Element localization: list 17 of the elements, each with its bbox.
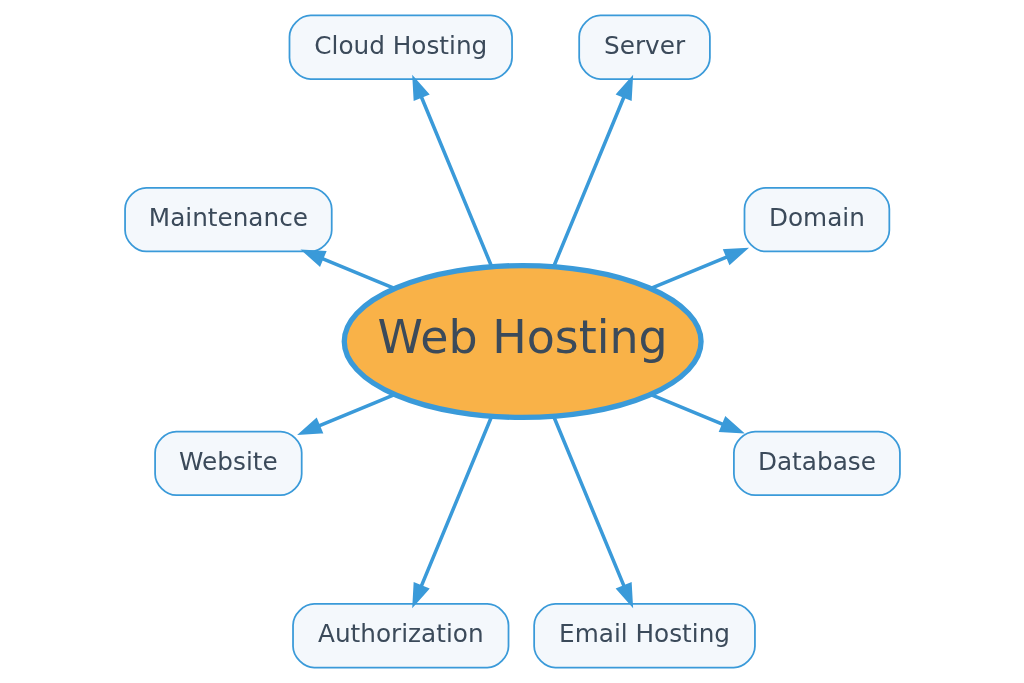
- node-ellipse: Web Hosting: [341, 262, 704, 421]
- node-box: Database: [732, 430, 901, 497]
- arrow: [649, 247, 749, 291]
- node-box: Maintenance: [123, 186, 333, 253]
- node-box: Email Hosting: [532, 603, 756, 669]
- node-box: Website: [153, 430, 303, 497]
- arrow: [551, 74, 633, 268]
- arrow: [411, 74, 493, 268]
- node-box: Authorization: [291, 603, 509, 669]
- node-box: Domain: [743, 186, 890, 253]
- arrow: [299, 249, 395, 291]
- arrow: [296, 392, 395, 435]
- arrow: [411, 415, 493, 609]
- arrow: [649, 392, 745, 434]
- node-box: Server: [577, 14, 711, 80]
- node-box: Cloud Hosting: [288, 14, 513, 80]
- arrow: [551, 415, 633, 609]
